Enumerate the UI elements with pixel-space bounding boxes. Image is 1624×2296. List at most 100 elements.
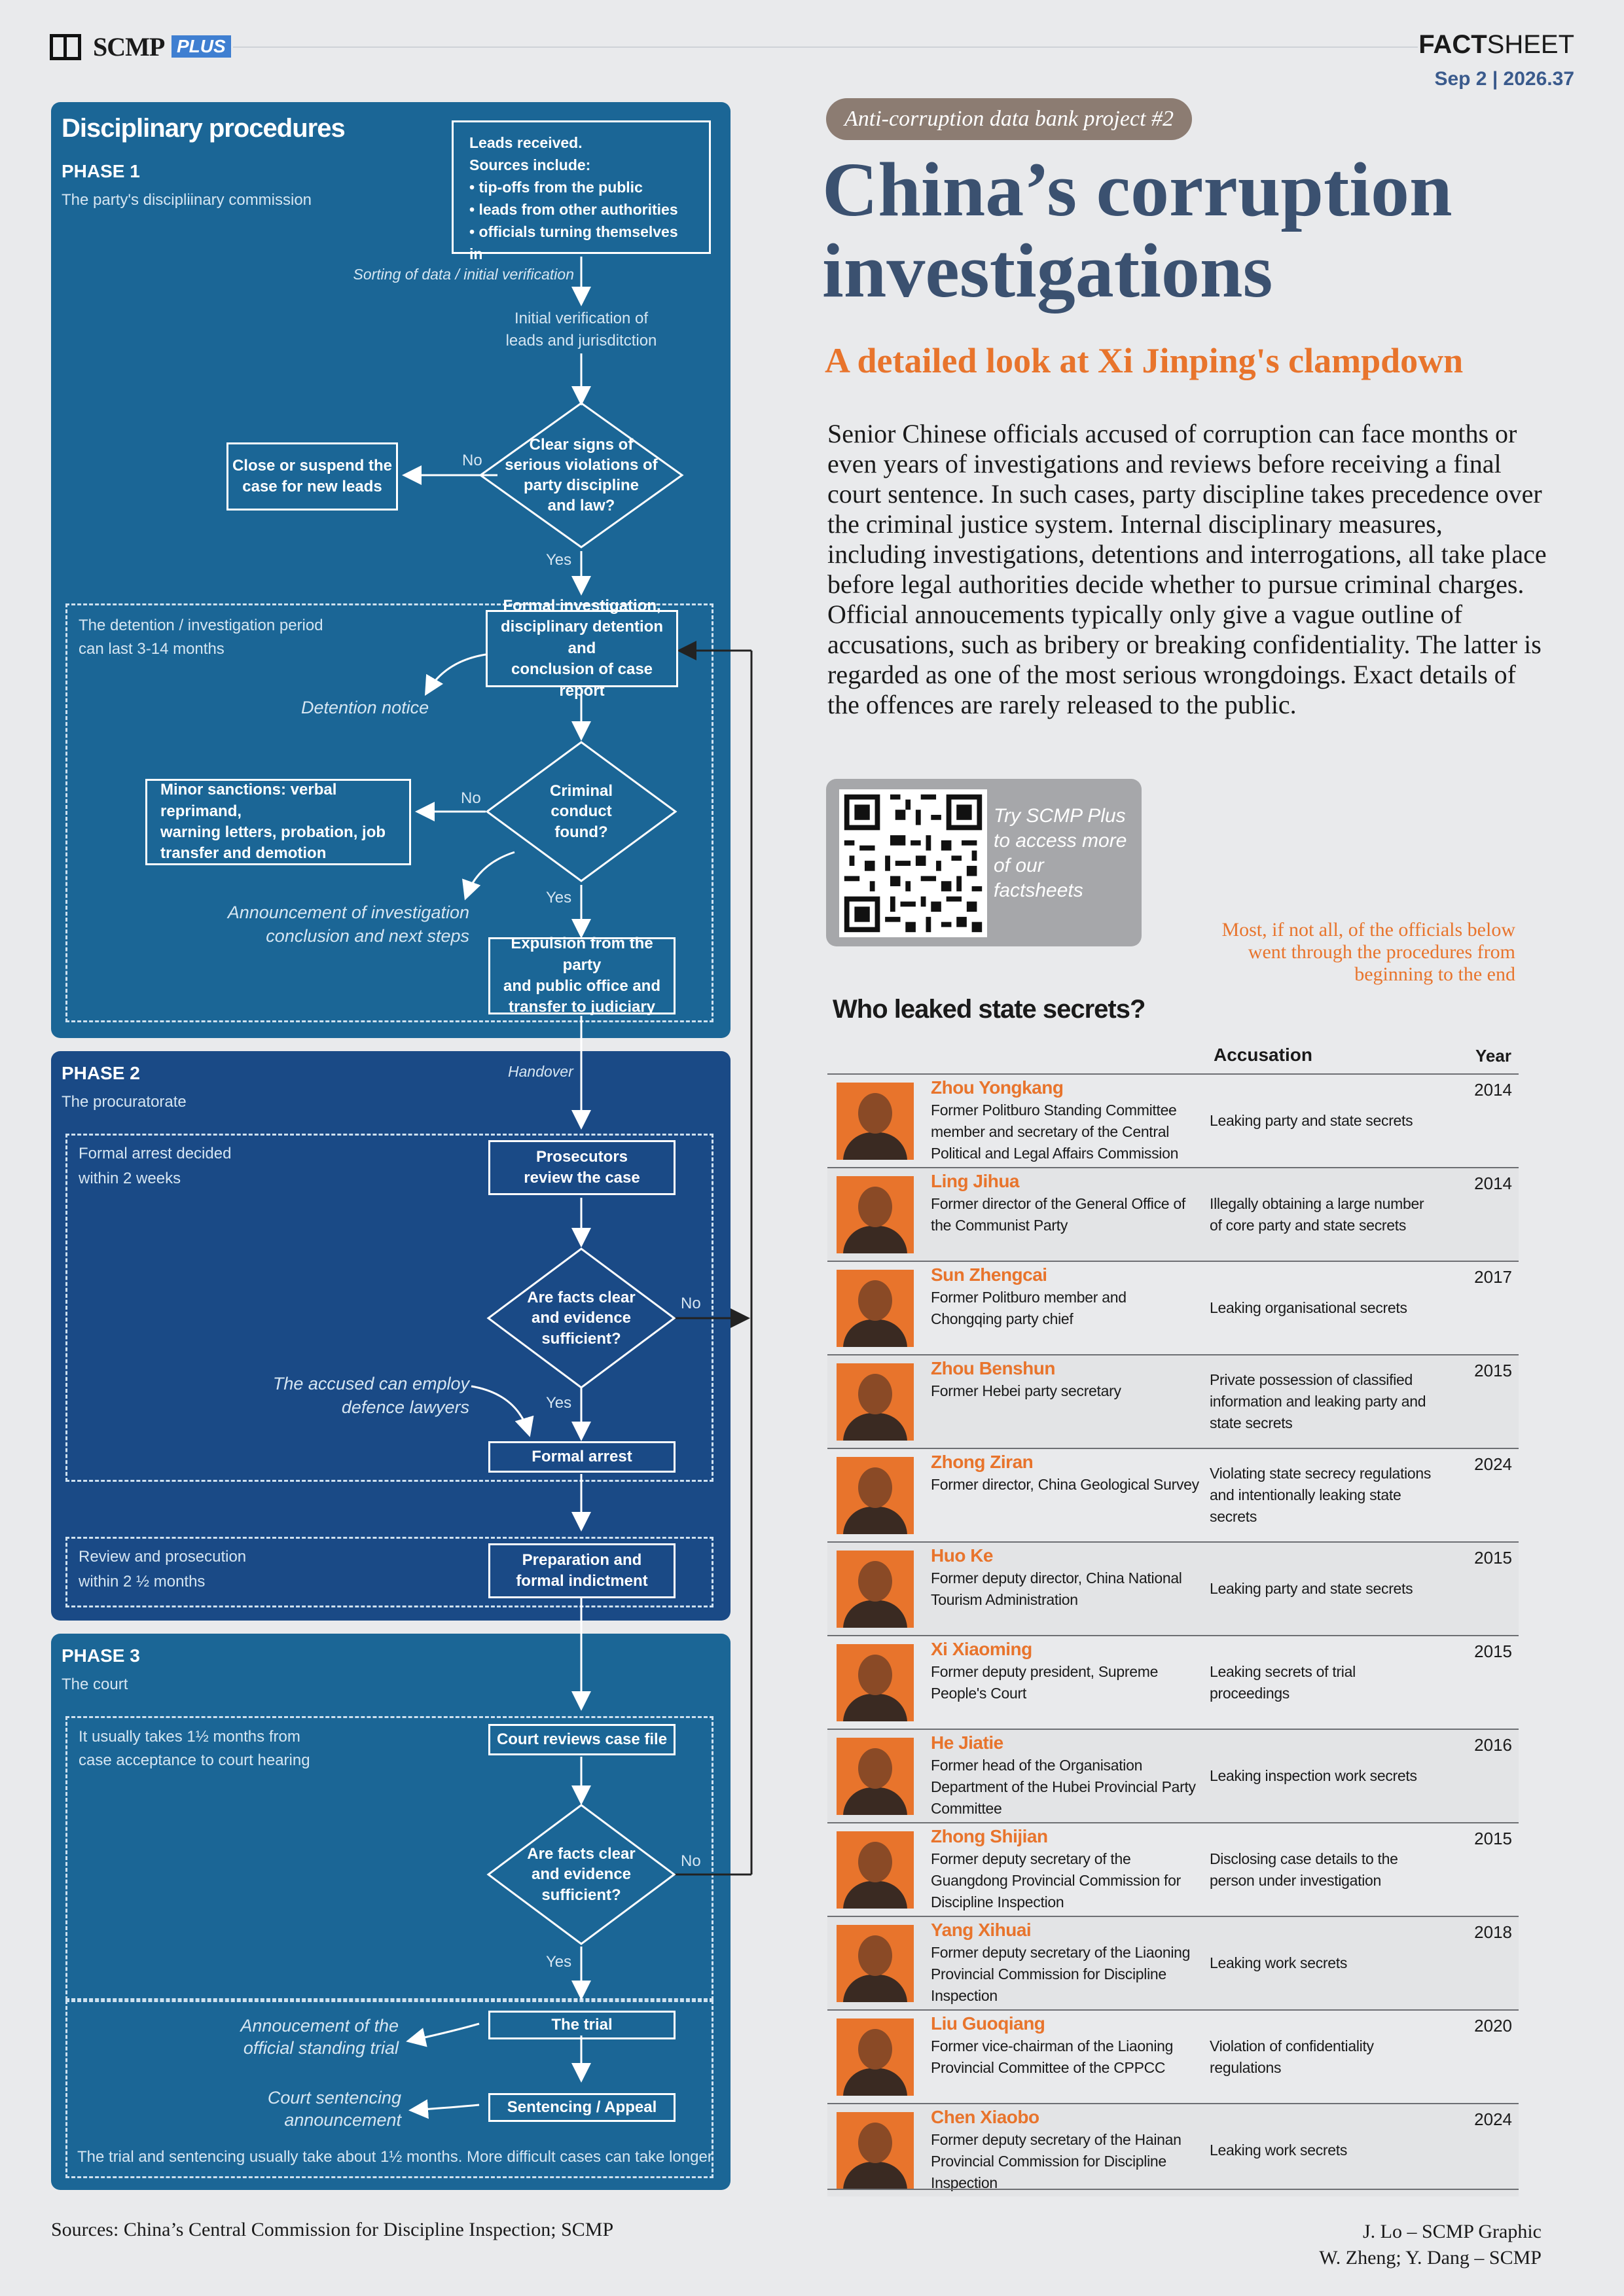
official-role: Former deputy secretary of the Hainan Pr…	[931, 2131, 1182, 2191]
indictment-box: Preparation and formal indictment	[488, 1543, 676, 1598]
accusation-text: Leaking organisational secrets	[1210, 1299, 1407, 1316]
official-role: Former director, China Geological Survey	[931, 1476, 1199, 1493]
accusation: Illegally obtaining a large number of co…	[1210, 1168, 1439, 1261]
announce-line: conclusion and next steps	[266, 926, 469, 946]
prep-line: formal indictment	[516, 1572, 648, 1590]
accusation-text: Leaking work secrets	[1210, 2142, 1348, 2159]
table-row: Huo Ke Former deputy director, China Nati…	[827, 1541, 1519, 1635]
lawyers-line: defence lawyers	[341, 1397, 469, 1417]
leads-received-box: Leads received. Sources include: • tip-o…	[452, 120, 711, 262]
accusation-text: Leaking party and state secrets	[1210, 1580, 1413, 1597]
accusation: Leaking inspection work secrets	[1210, 1730, 1439, 1822]
official-role: Former deputy director, China National T…	[931, 1570, 1182, 1608]
accusation-text: Violating state secrecy regulations and …	[1210, 1465, 1432, 1525]
trial-announcement: Annoucement of the official standing tri…	[240, 2015, 399, 2059]
formal-arrest-group	[65, 1134, 713, 1482]
fact-word: FACT	[1418, 30, 1487, 59]
qr-code-icon[interactable]	[839, 789, 987, 937]
accusation: Violation of confidentiality regulations	[1210, 2011, 1439, 2103]
official-name: Huo Ke	[931, 1545, 994, 1566]
promo-text[interactable]: Try SCMP Plus to access more of our fact…	[994, 805, 1127, 901]
close-line: case for new leads	[242, 478, 382, 495]
d2-line: conduct	[550, 802, 612, 821]
issue-date: Sep 2 | 2026.37	[1434, 68, 1574, 90]
accusation-text: Violation of confidentiality regulations	[1210, 2037, 1374, 2076]
period-line: The detention / investigation period	[79, 617, 323, 634]
flow-main-title: Disciplinary procedures	[62, 114, 346, 143]
d1-line: serious violations of	[505, 456, 658, 474]
no-label: No	[681, 1852, 701, 1870]
minor-line: Minor sanctions: verbal reprimand,	[160, 781, 337, 820]
credit-line: W. Zheng; Y. Dang – SCMP	[1319, 2247, 1542, 2269]
trial-group	[65, 2000, 713, 2178]
phase1-sub: The party's discipliinary commission	[62, 191, 312, 209]
accusation-text: Disclosing case details to the person un…	[1210, 1850, 1398, 1889]
accusation-text: Leaking inspection work secrets	[1210, 1767, 1417, 1784]
prep-line: Preparation and	[522, 1551, 642, 1569]
lawyers-line: The accused can employ	[272, 1374, 469, 1393]
col-header-accusation: Accusation	[1214, 1045, 1312, 1065]
review-note: Review and prosecution within 2 ½ months	[79, 1545, 246, 1594]
year: 2015	[1474, 1829, 1512, 1848]
court-time-note: It usually takes 1½ months from case acc…	[79, 1725, 310, 1772]
yes-label: Yes	[546, 551, 572, 569]
detention-period-note: The detention / investigation period can…	[79, 614, 323, 661]
sentencing-announcement: Court sentencing announcement	[268, 2087, 401, 2131]
d1-line: Clear signs of	[529, 435, 634, 454]
arrest-note: Formal arrest decided within 2 weeks	[79, 1141, 231, 1191]
accusation: Leaking party and state secrets	[1210, 1543, 1439, 1635]
trial-ann-line: Annoucement of the	[240, 2016, 399, 2036]
sheet-word: SHEET	[1487, 30, 1574, 59]
official-role: Former Politburo member and Chongqing pa…	[931, 1289, 1127, 1327]
year: 2014	[1474, 1080, 1512, 1100]
arrest-note-line: within 2 weeks	[79, 1170, 181, 1187]
diamond-violations	[478, 402, 684, 548]
credits: J. Lo – SCMP Graphic W. Zheng; Y. Dang –…	[1319, 2219, 1542, 2271]
handover-label: Handover	[508, 1063, 573, 1080]
leads-item: • tip-offs from the public	[469, 179, 643, 196]
title-line: investigations	[822, 228, 1273, 314]
court-reviews-box: Court reviews case file	[488, 1724, 676, 1755]
sources: Sources: China’s Central Commission for …	[51, 2219, 614, 2240]
close-line: Close or suspend the	[232, 456, 393, 475]
accusation: Leaking organisational secrets	[1210, 1262, 1439, 1354]
portrait-photo	[837, 1457, 914, 1534]
accusation: Leaking work secrets	[1210, 2104, 1439, 2197]
official-name: He Jiatie	[931, 1732, 1003, 1753]
official-name: Zhong Ziran	[931, 1452, 1034, 1472]
official-name: Zhong Shijian	[931, 1826, 1048, 1846]
lawyers-note: The accused can employ defence lawyers	[273, 1372, 469, 1419]
intro-paragraph: Senior Chinese officials accused of corr…	[827, 419, 1547, 719]
diamond-violations-text: Clear signs of serious violations of party…	[497, 435, 665, 515]
formal-investigation-box: Formal investigation,disciplinary detent…	[486, 597, 678, 700]
court-review-group	[65, 1716, 713, 2000]
no-label: No	[462, 452, 482, 469]
sentencing-box: Sentencing / Appeal	[488, 2093, 676, 2122]
leads-title: Leads received.	[469, 134, 583, 151]
factsheet-label: FACTSHEET	[1418, 30, 1574, 60]
portrait-photo	[837, 1083, 914, 1160]
prosecutors-line: review the case	[524, 1169, 640, 1187]
table-bottom-rule	[827, 2189, 1519, 2190]
d2-line: Criminal	[549, 782, 613, 800]
portrait-photo	[837, 1738, 914, 1815]
d1-line: party discipline	[523, 476, 640, 494]
portrait-photo	[837, 1363, 914, 1441]
formal-line: disciplinary detention and	[500, 618, 664, 657]
leads-item: • officials turning themselves in	[469, 223, 678, 262]
accusation: Leaking secrets of trial proceedings	[1210, 1636, 1439, 1729]
official-role: Former deputy secretary of the Guangdong…	[931, 1850, 1181, 1910]
sent-ann-line: Court sentencing	[267, 2088, 401, 2108]
leads-sources: Sources include:	[469, 156, 591, 173]
d3-line: Are facts clear	[527, 1289, 636, 1307]
prosecutors-line: Prosecutors	[535, 1147, 628, 1166]
no-label: No	[681, 1295, 701, 1312]
